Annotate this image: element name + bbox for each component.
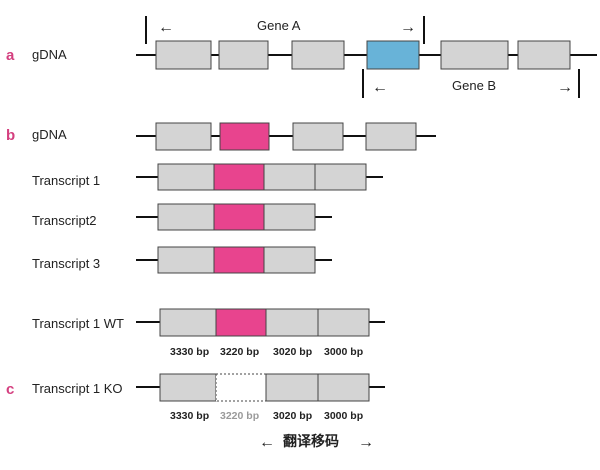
gene-a-label: Gene A (257, 18, 301, 33)
gdna-b-exon-4 (365, 122, 417, 151)
gene-a-right-arrow: → (400, 19, 416, 36)
ko-deleted-exon (215, 373, 267, 402)
ko-size-4: 3000 bp (324, 410, 363, 422)
ko-exon-4 (317, 373, 370, 402)
gene-a-exon-1 (155, 40, 212, 70)
gene-b-left-arrow: ← (372, 79, 388, 96)
gene-a-exon-2 (218, 40, 269, 70)
transcript-1-exon-3 (263, 163, 316, 191)
ko-size-1: 3330 bp (170, 410, 209, 422)
ko-size-2-deleted: 3220 bp (220, 410, 259, 422)
wt-size-2: 3220 bp (220, 346, 259, 358)
gdna-b-exon-1 (155, 122, 212, 151)
ko-size-3: 3020 bp (273, 410, 312, 422)
transcript-1-exon-4 (314, 163, 367, 191)
gene-b-exon-3 (517, 40, 571, 70)
wt-exon-2 (215, 308, 267, 337)
transcript-2-exon-3 (263, 203, 316, 231)
caption-right-arrow: → (358, 434, 374, 451)
panel-letter-a: a (6, 47, 15, 64)
transcript-2-label: Transcript2 (32, 213, 97, 228)
shared-exon-blue (366, 40, 420, 70)
transcript-3-label: Transcript 3 (32, 256, 100, 271)
gene-b-label: Gene B (452, 78, 496, 93)
panel-letter-c: c (6, 381, 14, 398)
wt-size-4: 3000 bp (324, 346, 363, 358)
wt-size-1: 3330 bp (170, 346, 209, 358)
transcript-1-label: Transcript 1 (32, 173, 100, 188)
gene-b-right-arrow: → (557, 79, 573, 96)
panel-letter-b: b (6, 127, 15, 144)
transcript-1-exon-1 (157, 163, 215, 191)
transcript-2-exon-2 (213, 203, 265, 231)
ko-exon-3 (265, 373, 319, 402)
gdna-b-exon-2 (219, 122, 270, 151)
gene-a-exon-3 (291, 40, 345, 70)
transcript-1-exon-2 (213, 163, 265, 191)
gdna-b-exon-3 (292, 122, 344, 151)
caption-left-arrow: ← (259, 434, 275, 451)
ko-exon-1 (159, 373, 217, 402)
wt-exon-4 (317, 308, 370, 337)
frameshift-caption: 翻译移码 (283, 433, 339, 450)
wt-exon-1 (159, 308, 217, 337)
transcript-3-exon-1 (157, 246, 215, 274)
wt-exon-3 (265, 308, 319, 337)
wt-size-3: 3020 bp (273, 346, 312, 358)
transcript-1-ko-label: Transcript 1 KO (32, 381, 123, 396)
gdna-label-b: gDNA (32, 127, 67, 142)
transcript-1-wt-label: Transcript 1 WT (32, 316, 124, 331)
transcript-2-exon-1 (157, 203, 215, 231)
transcript-3-exon-3 (263, 246, 316, 274)
gene-b-exon-2 (440, 40, 509, 70)
gene-a-left-arrow: ← (158, 19, 174, 36)
transcript-3-exon-2 (213, 246, 265, 274)
gdna-label-a: gDNA (32, 47, 67, 62)
